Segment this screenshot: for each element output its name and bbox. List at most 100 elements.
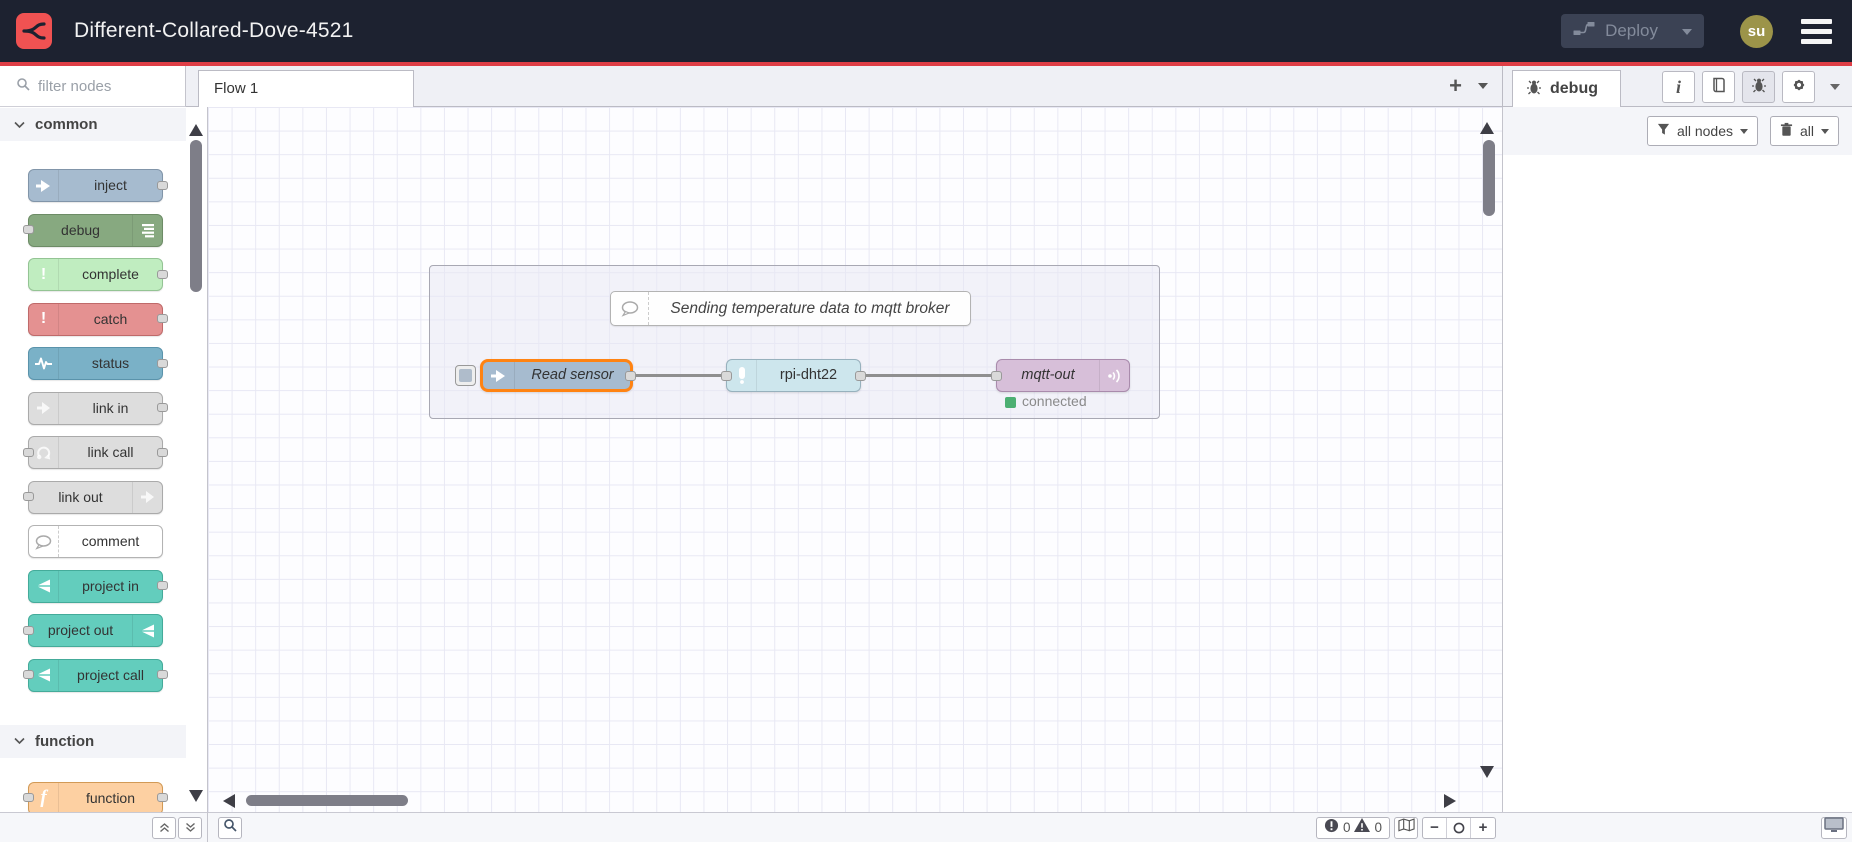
tab-flow-1[interactable]: Flow 1 bbox=[198, 70, 414, 107]
flow-list-caret-icon[interactable] bbox=[1478, 83, 1488, 94]
project-icon bbox=[29, 659, 59, 691]
sidebar-tabbar: debug i bbox=[1502, 66, 1852, 107]
search-icon bbox=[223, 818, 237, 837]
palette-collapse-all-button[interactable] bbox=[152, 816, 176, 839]
debug-filter-button[interactable]: all nodes bbox=[1646, 116, 1758, 146]
deploy-options-caret-icon[interactable] bbox=[1682, 28, 1692, 40]
palette-category-header[interactable]: function bbox=[0, 724, 186, 758]
node-output-port bbox=[157, 403, 168, 412]
add-flow-button[interactable]: + bbox=[1449, 73, 1462, 98]
deploy-button[interactable]: Deploy bbox=[1561, 14, 1704, 48]
user-avatar[interactable]: su bbox=[1740, 14, 1773, 48]
wire-sensor-to-mqtt[interactable] bbox=[861, 374, 998, 377]
palette-node-inject[interactable]: inject bbox=[28, 169, 168, 202]
debug-clear-button[interactable]: all bbox=[1769, 116, 1839, 146]
palette-filter-input[interactable] bbox=[38, 77, 168, 95]
comment-node-label: Sending temperature data to mqtt broker bbox=[670, 300, 950, 317]
canvas-horizontal-scrollbar[interactable] bbox=[246, 795, 408, 806]
instance-title: Different-Collared-Dove-4521 bbox=[74, 19, 354, 42]
bug-icon bbox=[1526, 79, 1542, 100]
palette-node-comment[interactable]: comment bbox=[28, 525, 163, 558]
comment-node[interactable]: Sending temperature data to mqtt broker bbox=[610, 291, 971, 326]
palette-node-project-in[interactable]: project in bbox=[28, 569, 168, 603]
warning-count: 0 bbox=[1374, 820, 1382, 835]
node-input-port bbox=[23, 447, 34, 457]
palette-node-link-in[interactable]: link in bbox=[28, 391, 168, 425]
palette-category-header[interactable]: common bbox=[0, 108, 186, 141]
info-icon: i bbox=[1675, 76, 1681, 97]
node-output-port bbox=[157, 314, 168, 323]
palette-category-label: function bbox=[35, 732, 95, 750]
node-output-port[interactable] bbox=[625, 370, 636, 381]
palette-search bbox=[0, 66, 186, 107]
node-output-port bbox=[157, 581, 168, 590]
config-nodes-tab-button[interactable] bbox=[1782, 71, 1815, 103]
palette-node-label: project call bbox=[77, 666, 144, 683]
debug-tab-button[interactable] bbox=[1742, 71, 1775, 103]
palette-scrollbar[interactable] bbox=[190, 140, 202, 292]
palette-expand-all-button[interactable] bbox=[178, 816, 202, 839]
debug-sidebar: all nodes all bbox=[1502, 107, 1852, 812]
wire-inject-to-sensor[interactable] bbox=[633, 374, 728, 377]
open-dashboard-button[interactable] bbox=[1821, 816, 1847, 839]
node-input-port[interactable] bbox=[721, 370, 732, 381]
help-tab-button[interactable] bbox=[1702, 71, 1735, 103]
sidebar-menu-caret-icon[interactable] bbox=[1830, 84, 1840, 95]
node-output-port bbox=[157, 670, 168, 679]
zoom-out-button[interactable]: − bbox=[1423, 817, 1447, 838]
palette-scroll-down-icon[interactable] bbox=[189, 790, 203, 809]
canvas-scroll-right-icon[interactable] bbox=[1444, 794, 1463, 808]
project-icon bbox=[132, 615, 162, 646]
palette-node-catch[interactable]: !catch bbox=[28, 302, 168, 336]
flow-group[interactable] bbox=[429, 265, 1160, 419]
project-icon bbox=[29, 570, 59, 602]
palette-node-label: catch bbox=[93, 310, 128, 327]
flowfuse-logo-icon[interactable] bbox=[16, 13, 52, 49]
node-input-port bbox=[23, 793, 34, 802]
node-input-port bbox=[23, 670, 34, 679]
palette-node-link-out[interactable]: link out bbox=[23, 480, 163, 514]
palette-node-status[interactable]: status bbox=[28, 347, 168, 380]
palette-node-label: link out bbox=[58, 488, 103, 505]
palette-node-link-call[interactable]: link call bbox=[23, 436, 168, 469]
canvas-scroll-up-icon[interactable] bbox=[1480, 115, 1494, 134]
zoom-in-button[interactable]: + bbox=[1478, 819, 1488, 836]
node-label: Read sensor bbox=[531, 367, 614, 383]
palette-node-label: comment bbox=[81, 533, 140, 549]
node-output-port[interactable] bbox=[855, 370, 866, 381]
exclamation-icon: ! bbox=[29, 259, 59, 290]
palette-node-complete[interactable]: !complete bbox=[28, 258, 168, 291]
palette-node-label: function bbox=[85, 789, 136, 806]
node-output-port bbox=[157, 793, 168, 802]
deploy-icon bbox=[1573, 21, 1595, 41]
palette-node-debug[interactable]: debug bbox=[23, 213, 163, 247]
palette-node-label: status bbox=[91, 355, 130, 371]
deploy-label: Deploy bbox=[1605, 21, 1658, 40]
palette-scroll-up-icon[interactable] bbox=[189, 117, 203, 136]
rpi-dht22-node[interactable]: rpi-dht22 bbox=[721, 359, 866, 392]
mqtt-out-node[interactable]: mqtt-out bbox=[991, 359, 1130, 392]
canvas-scroll-down-icon[interactable] bbox=[1480, 766, 1494, 785]
zoom-reset-button[interactable] bbox=[1447, 817, 1471, 838]
error-count: 0 bbox=[1342, 820, 1351, 835]
canvas-vertical-scrollbar[interactable] bbox=[1483, 140, 1495, 216]
tab-debug[interactable]: debug bbox=[1512, 70, 1621, 107]
palette-node-project-out[interactable]: project out bbox=[23, 614, 163, 647]
notification-counts[interactable]: 0 0 bbox=[1315, 816, 1390, 839]
minimap-toggle-button[interactable] bbox=[1394, 816, 1418, 839]
link-call-icon bbox=[29, 437, 59, 468]
node-input-port[interactable] bbox=[991, 370, 1002, 381]
sensor-icon bbox=[727, 360, 757, 391]
inject-trigger-button[interactable] bbox=[455, 365, 476, 386]
main-menu-button[interactable] bbox=[1801, 18, 1832, 44]
node-output-port bbox=[157, 269, 168, 279]
info-tab-button[interactable]: i bbox=[1662, 71, 1695, 103]
inject-node-read-sensor[interactable]: Read sensor bbox=[480, 359, 636, 392]
map-icon bbox=[1397, 818, 1415, 837]
canvas-search-button[interactable] bbox=[218, 816, 242, 839]
palette-node-project-call[interactable]: project call bbox=[23, 658, 168, 692]
palette-category-label: common bbox=[35, 116, 98, 133]
canvas-scroll-left-icon[interactable] bbox=[216, 794, 235, 808]
flow-canvas[interactable]: Sending temperature data to mqtt broker … bbox=[208, 107, 1502, 812]
